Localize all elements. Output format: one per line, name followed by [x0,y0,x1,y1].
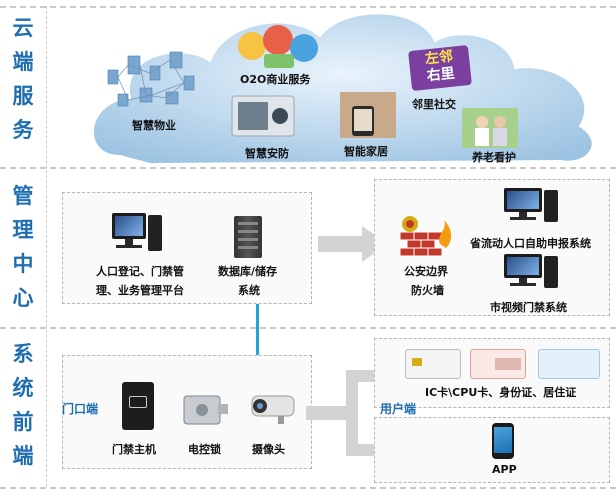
camera-icon [251,395,295,424]
security-illustration [231,95,295,137]
platform-label: 理、业务管理平台 [96,284,184,297]
section-divider [0,327,616,329]
system-frontend-title: 系 统 前 端 [8,344,38,480]
access-controller-icon [122,382,154,430]
title-char: 中 [12,252,34,276]
cloud-item-label: 智慧安防 [245,147,289,160]
door-item-label: 摄像头 [252,443,285,456]
workstation-icon [112,213,162,255]
database-label: 系统 [238,284,260,297]
title-char: 管 [12,184,34,208]
section-divider [0,167,616,169]
database-label: 数据库/储存 [218,265,278,278]
title-char: 前 [12,410,34,434]
title-char: 端 [12,444,34,468]
title-char: 端 [12,50,34,74]
cards-label: IC卡\CPU卡、身份证、居住证 [425,386,577,399]
cloud-item-label: 邻里社交 [412,98,456,111]
elderly-care-illustration [462,108,518,148]
door-item-label: 电控锁 [188,443,221,456]
title-char: 理 [12,218,34,242]
bottom-divider [0,487,616,489]
management-left-box [62,192,312,304]
door-terminal-title: 门口端 [62,402,99,416]
id-card-icon [470,349,526,379]
electric-lock-icon [183,395,228,425]
firewall-icon [399,216,452,257]
workstation-icon [504,254,560,292]
title-char: 心 [12,286,34,310]
neighbor-social-badge: 左邻 右里 [408,44,472,92]
user-terminal-title: 用户端 [380,402,417,416]
ic-card-icon [405,349,461,379]
title-char: 务 [12,118,34,142]
o2o-illustration [238,25,318,68]
workstation-icon [504,188,560,226]
residence-card-icon [538,349,600,379]
smart-home-illustration [340,92,396,138]
cloud-item-label: 智能家居 [344,145,388,158]
app-label: APP [492,463,517,476]
system-label: 市视频门禁系统 [490,301,567,314]
title-char: 云 [12,16,34,40]
system-label: 省流动人口自助申报系统 [470,237,591,250]
firewall-label: 防火墙 [411,284,444,297]
cloud-item-label: O2O商业服务 [240,73,311,86]
column-divider [46,6,47,487]
connector-line [256,304,259,356]
server-icon [234,216,262,258]
platform-label: 人口登记、门禁管 [96,265,184,278]
cloud-item-label: 养老看护 [472,151,516,164]
top-divider [0,6,616,8]
fork-arrow-icon [306,362,394,464]
management-center-title: 管 理 中 心 [8,186,38,322]
arrow-right-icon [318,226,388,262]
smart-property-illustration [107,51,195,107]
title-char: 服 [12,84,34,108]
door-item-label: 门禁主机 [112,443,156,456]
cloud-services-title: 云 端 服 务 [8,18,38,154]
title-char: 系 [12,342,34,366]
firewall-label: 公安边界 [404,265,448,278]
smartphone-icon [492,423,514,459]
title-char: 统 [12,376,34,400]
cloud-item-label: 智慧物业 [132,119,176,132]
